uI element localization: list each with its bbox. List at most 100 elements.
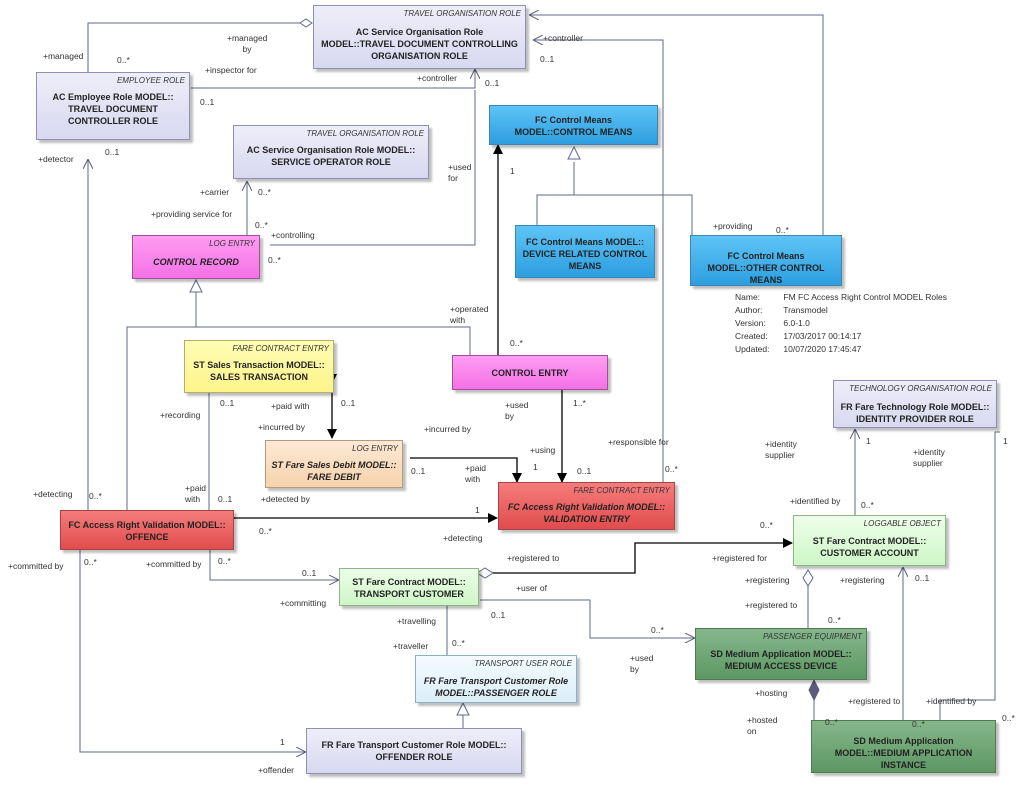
- class-passenger-role[interactable]: TRANSPORT USER ROLE FR Fare Transport Cu…: [415, 655, 577, 703]
- role-label: +incurred by: [424, 424, 472, 434]
- role-label: +managed: [43, 51, 84, 61]
- gen-triangle-control-record: [189, 278, 203, 293]
- info-key: Version:: [735, 318, 766, 328]
- info-updated: 10/07/2020 17:45:47: [783, 344, 862, 354]
- role-label: +identified by: [926, 696, 977, 706]
- multiplicity-label: 0..1: [218, 494, 233, 504]
- multiplicity-label: 0..*: [760, 520, 773, 530]
- stereotype-label: TRAVEL ORGANISATION ROLE: [403, 9, 521, 18]
- role-label: +inspector for: [205, 65, 257, 75]
- role-label: +registering: [840, 575, 885, 585]
- class-identity-provider-role[interactable]: TECHNOLOGY ORGANISATION ROLE FR Fare Tec…: [833, 380, 997, 428]
- multiplicity-label: 0..*: [84, 557, 97, 567]
- multiplicity-label: 0..1: [411, 466, 426, 476]
- multiplicity-label: 0..1: [105, 147, 120, 157]
- link-managed: [87, 22, 300, 72]
- class-travel-document-controller-role[interactable]: EMPLOYEE ROLE AC Employee Role MODEL:: T…: [36, 72, 190, 140]
- multiplicity-label: 0..1: [485, 78, 500, 88]
- role-label: +used by: [505, 400, 529, 421]
- stereotype-label: TRAVEL ORGANISATION ROLE: [306, 129, 424, 138]
- multiplicity-label: 0..1: [200, 97, 215, 107]
- role-label: +registered to: [745, 600, 798, 610]
- link-validation-fare-debit: [410, 457, 522, 483]
- link-registered-to-account: [493, 538, 793, 574]
- class-name: CONTROL RECORD: [153, 257, 239, 267]
- class-name: ST Sales Transaction MODEL:: SALES TRANS…: [193, 360, 325, 382]
- link-committed-by: [209, 550, 338, 580]
- class-control-entry[interactable]: CONTROL ENTRY: [452, 355, 608, 390]
- info-key: Author:: [735, 305, 763, 315]
- role-label: +paid with: [465, 463, 487, 484]
- class-control-record[interactable]: LOG ENTRY CONTROL RECORD: [132, 235, 260, 279]
- stereotype-label: FARE CONTRACT ENTRY: [573, 486, 670, 495]
- role-label: +committed by: [8, 561, 64, 571]
- multiplicity-label: 0..*: [452, 638, 465, 648]
- multiplicity-label: 1: [533, 462, 538, 472]
- role-label: +paid with: [185, 483, 207, 504]
- info-key: Name:: [735, 292, 761, 302]
- role-label: +hosted on: [747, 715, 778, 736]
- class-name: ST Fare Sales Debit MODEL:: FARE DEBIT: [271, 460, 397, 482]
- gen-entry: [196, 326, 471, 355]
- info-version: 6.0-1.0: [783, 318, 810, 328]
- gen-device: [536, 162, 575, 225]
- class-sales-transaction[interactable]: FARE CONTRACT ENTRY ST Sales Transaction…: [184, 340, 334, 393]
- role-label: +using: [530, 445, 556, 455]
- multiplicity-label: 1: [475, 505, 480, 515]
- role-label: +registered to: [848, 696, 901, 706]
- multiplicity-label: 0..*: [776, 225, 789, 235]
- stereotype-label: LOG ENTRY: [352, 444, 398, 453]
- role-label: +providing: [713, 221, 753, 231]
- info-created: 17/03/2017 00:14:17: [783, 331, 862, 341]
- role-label: +registering: [745, 575, 790, 585]
- class-name: ST Fare Contract MODEL:: TRANSPORT CUSTO…: [352, 577, 466, 599]
- role-label: +responsible for: [608, 437, 669, 447]
- role-label: +detecting: [443, 533, 483, 543]
- class-name: FC Control Means MODEL:: DEVICE RELATED …: [522, 237, 648, 271]
- class-control-means[interactable]: FC Control Means MODEL::CONTROL MEANS: [489, 105, 658, 145]
- class-travel-document-controlling-org[interactable]: TRAVEL ORGANISATION ROLE AC Service Orga…: [313, 5, 526, 69]
- class-medium-access-device[interactable]: PASSENGER EQUIPMENT SD Medium Applicatio…: [695, 628, 867, 680]
- aggregation-diamond-managed: [299, 18, 313, 28]
- stereotype-label: LOGGABLE OBJECT: [863, 519, 941, 528]
- class-medium-application-instance[interactable]: SD Medium Application MODEL::MEDIUM APPL…: [811, 720, 996, 773]
- class-validation-entry[interactable]: FARE CONTRACT ENTRY FC Access Right Vali…: [498, 482, 675, 530]
- class-name: FC Control Means MODEL::OTHER CONTROL ME…: [707, 251, 825, 285]
- multiplicity-label: 0..*: [258, 187, 271, 197]
- role-label: +traveller: [393, 641, 429, 651]
- class-name: CONTROL ENTRY: [491, 368, 569, 378]
- class-fare-debit[interactable]: LOG ENTRY ST Fare Sales Debit MODEL:: FA…: [265, 440, 403, 488]
- info-key: Updated:: [735, 344, 770, 354]
- multiplicity-label: 0..1: [540, 54, 555, 64]
- class-name: FR Fare Transport Customer Role MODEL:: …: [321, 740, 507, 762]
- class-name: FR Fare Transport Customer Role MODEL::P…: [423, 676, 569, 698]
- role-label: +incurred by: [258, 422, 306, 432]
- class-service-operator-role[interactable]: TRAVEL ORGANISATION ROLE AC Service Orga…: [233, 125, 429, 179]
- role-label: +paid with: [271, 401, 310, 411]
- class-device-related-control-means[interactable]: FC Control Means MODEL:: DEVICE RELATED …: [515, 225, 655, 278]
- class-name: AC Service Organisation Role MODEL::TRAV…: [321, 27, 518, 61]
- multiplicity-label: 0..1: [341, 398, 356, 408]
- multiplicity-label: 0..1: [915, 573, 930, 583]
- stereotype-label: FARE CONTRACT ENTRY: [232, 344, 329, 353]
- class-customer-account[interactable]: LOGGABLE OBJECT ST Fare Contract MODEL::…: [793, 515, 946, 566]
- multiplicity-label: 0..1: [577, 466, 592, 476]
- link-used-for: [270, 90, 476, 246]
- class-offence[interactable]: FC Access Right Validation MODEL:: OFFEN…: [60, 510, 234, 550]
- role-label: +hosting: [755, 688, 788, 698]
- gen-other: [574, 194, 693, 235]
- class-other-control-means[interactable]: FC Control Means MODEL::OTHER CONTROL ME…: [690, 235, 842, 286]
- multiplicity-label: 0..*: [651, 625, 664, 635]
- class-transport-customer[interactable]: ST Fare Contract MODEL:: TRANSPORT CUSTO…: [339, 568, 479, 606]
- role-label: +identity supplier: [765, 439, 797, 460]
- link-controller-means: [530, 15, 824, 235]
- gen-triangle-passenger: [456, 701, 470, 716]
- role-label: +operated with: [450, 304, 489, 325]
- class-offender-role[interactable]: FR Fare Transport Customer Role MODEL:: …: [306, 728, 522, 774]
- multiplicity-label: 0..*: [218, 556, 231, 566]
- class-name: SD Medium Application MODEL::MEDIUM APPL…: [834, 736, 973, 770]
- multiplicity-label: 1: [1003, 436, 1008, 446]
- role-label: +providing service for: [151, 209, 233, 219]
- multiplicity-label: 0..1: [302, 568, 317, 578]
